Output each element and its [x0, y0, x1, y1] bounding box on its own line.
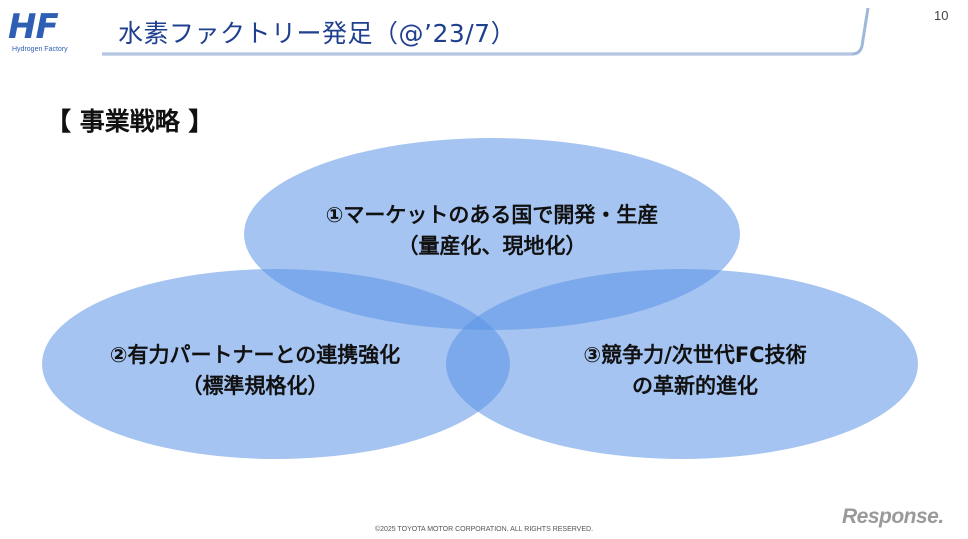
logo-mark: HF — [8, 7, 59, 47]
strategy-1-label: ①マーケットのある国で開発・生産 （量産化、現地化） — [292, 200, 692, 262]
strategy-1-line1: ①マーケットのある国で開発・生産 — [325, 203, 659, 227]
strategy-3-line2: の革新的進化 — [632, 374, 758, 398]
venn-circle-left — [42, 269, 510, 459]
venn-circle-right — [446, 269, 918, 459]
section-heading: 【 事業戦略 】 — [46, 107, 214, 136]
strategy-2-line1: ②有力パートナーとの連携強化 — [109, 343, 401, 367]
page-number: 10 — [934, 8, 949, 23]
strategy-1-line2: （量産化、現地化） — [397, 234, 587, 258]
logo-subtitle: Hydrogen Factory — [12, 46, 68, 53]
copyright-notice: ©2025 TOYOTA MOTOR CORPORATION. ALL RIGH… — [374, 526, 594, 533]
strategy-3-label: ③競争力/次世代FC技術 の革新的進化 — [530, 340, 860, 402]
slide-title: 水素ファクトリー発足（@’23/7） — [118, 19, 517, 48]
strategy-2-line2: （標準規格化） — [181, 374, 329, 398]
strategy-3-line1: ③競争力/次世代FC技術 — [583, 343, 807, 367]
response-watermark: Response. — [842, 505, 944, 528]
strategy-2-label: ②有力パートナーとの連携強化 （標準規格化） — [60, 340, 450, 402]
hydrogen-factory-logo: HF Hydrogen Factory — [8, 8, 96, 58]
